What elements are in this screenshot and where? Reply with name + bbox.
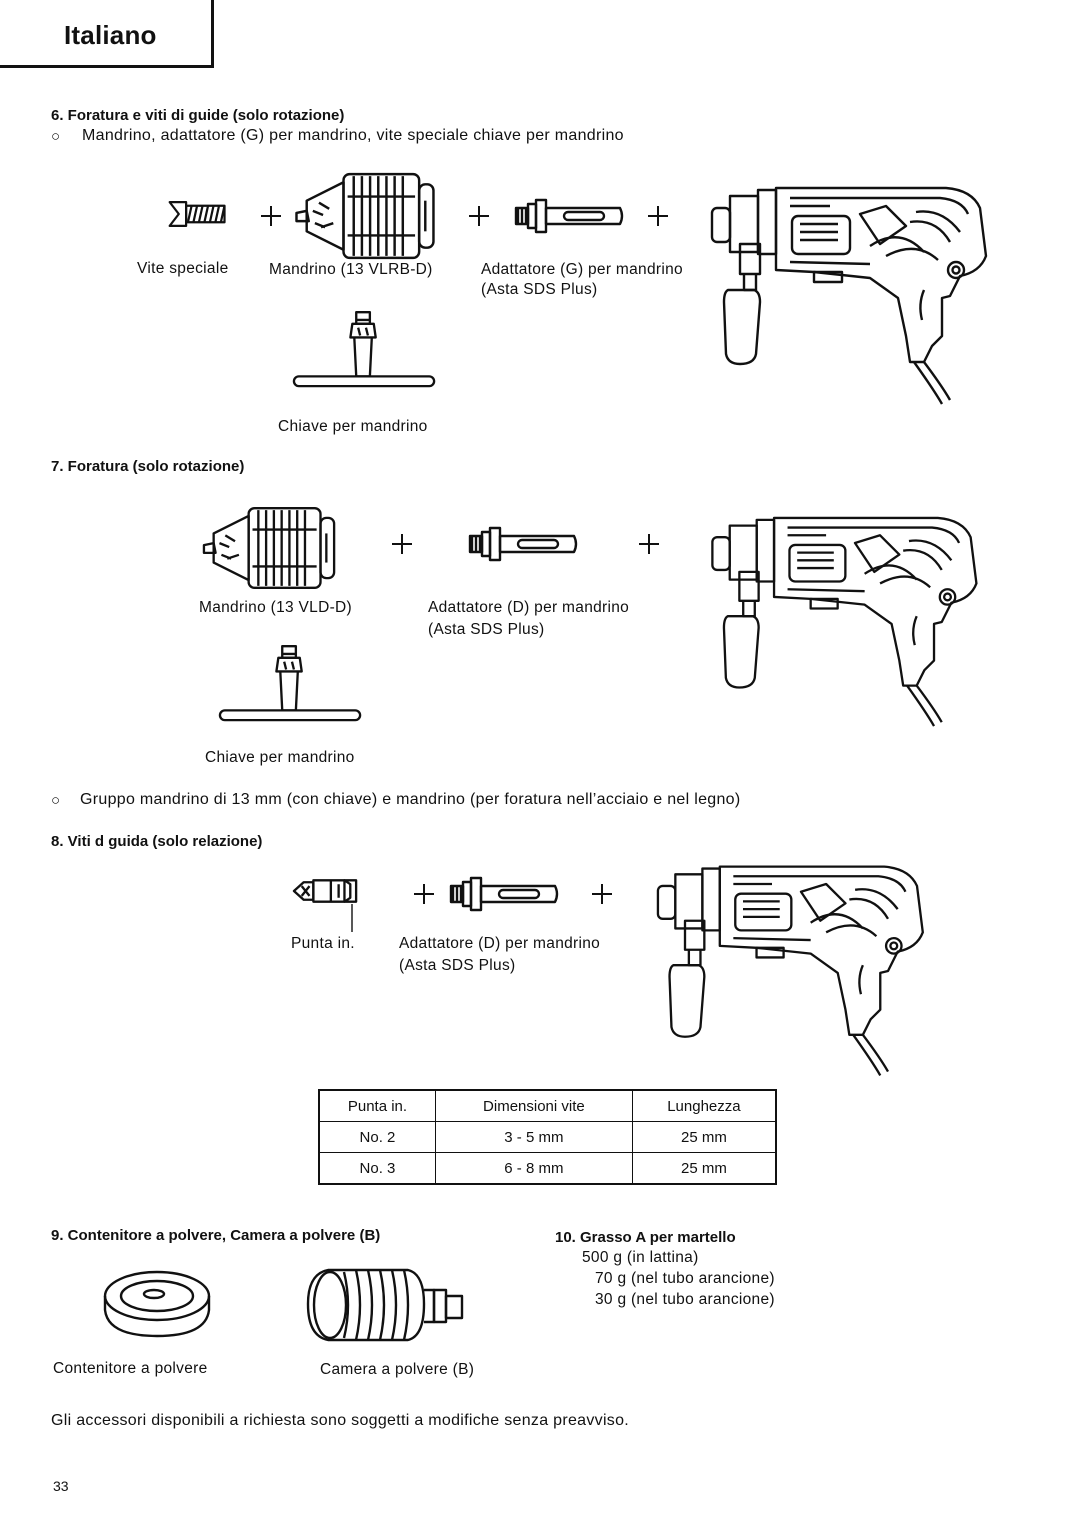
caption-adapter-d-2: Adattatore (D) per mandrino — [399, 935, 601, 952]
bullet-circle: ○ — [51, 128, 61, 145]
table-header-cell: Punta in. — [318, 1089, 436, 1122]
bullet-circle: ○ — [51, 792, 61, 809]
table-cell: No. 2 — [318, 1121, 436, 1153]
language-tab — [0, 0, 214, 68]
table-cell: No. 3 — [318, 1152, 436, 1185]
page-number: 33 — [53, 1478, 69, 1494]
caption-dust-chamber: Camera a polvere (B) — [320, 1361, 475, 1378]
plus-sign — [390, 532, 414, 556]
table-header-cell: Lunghezza — [631, 1089, 777, 1122]
rotary-hammer-illustration — [656, 864, 946, 1078]
rotary-hammer-illustration — [710, 186, 1010, 406]
plus-sign — [646, 204, 670, 228]
section7-note: Gruppo mandrino di 13 mm (con chiave) e … — [80, 791, 741, 808]
plus-sign — [259, 204, 283, 228]
caption-chuck-vlrb: Mandrino (13 VLRB-D) — [269, 261, 433, 278]
caption-adapter-g-sds: (Asta SDS Plus) — [481, 281, 598, 298]
dust-container-illustration — [103, 1270, 211, 1338]
caption-special-screw: Vite speciale — [137, 260, 229, 277]
special-screw-illustration — [166, 198, 230, 230]
chuck-key-illustration — [218, 644, 364, 732]
plus-sign — [637, 532, 661, 556]
bit-leader-line — [351, 904, 353, 932]
grease-line-2: 70 g (nel tubo arancione) — [595, 1270, 775, 1287]
caption-chuck-vld: Mandrino (13 VLD-D) — [199, 599, 353, 616]
caption-adapter-d: Adattatore (D) per mandrino — [428, 599, 630, 616]
screw-size-table: Punta in. Dimensioni vite Lunghezza No. … — [318, 1089, 777, 1185]
table-header-row: Punta in. Dimensioni vite Lunghezza — [318, 1089, 777, 1122]
table-row: No. 3 6 - 8 mm 25 mm — [318, 1152, 777, 1185]
table-cell: 6 - 8 mm — [434, 1152, 633, 1185]
driver-bit-illustration — [292, 876, 360, 906]
table-header-cell: Dimensioni vite — [434, 1089, 633, 1122]
rotary-hammer-illustration — [710, 516, 1000, 728]
caption-adapter-d-sds-2: (Asta SDS Plus) — [399, 957, 516, 974]
caption-chuck-key: Chiave per mandrino — [278, 418, 428, 435]
adapter-d-illustration — [448, 874, 560, 914]
table-cell: 25 mm — [631, 1152, 777, 1185]
section7-heading: 7. Foratura (solo rotazione) — [51, 458, 245, 475]
caption-adapter-g: Adattatore (G) per mandrino — [481, 261, 683, 278]
caption-adapter-d-sds: (Asta SDS Plus) — [428, 621, 545, 638]
adapter-d-illustration — [468, 524, 578, 564]
table-cell: 3 - 5 mm — [434, 1121, 633, 1153]
plus-sign — [590, 882, 614, 906]
plus-sign — [467, 204, 491, 228]
grease-line-1: 500 g (in lattina) — [582, 1249, 699, 1266]
table-row: No. 2 3 - 5 mm 25 mm — [318, 1121, 777, 1153]
section6-heading: 6. Foratura e viti di guide (solo rotazi… — [51, 107, 345, 124]
caption-chuck-key-2: Chiave per mandrino — [205, 749, 355, 766]
caption-dust-container: Contenitore a polvere — [53, 1360, 208, 1377]
adapter-g-illustration — [513, 196, 625, 236]
footer-note: Gli accessori disponibili a richiesta so… — [51, 1412, 630, 1429]
chuck-key-illustration — [292, 309, 438, 399]
chuck-13-vld-d-illustration — [202, 504, 338, 592]
language-label: Italiano — [64, 20, 157, 50]
plus-sign — [412, 882, 436, 906]
chuck-13-vlrb-d-illustration — [294, 170, 438, 262]
caption-driver-bit: Punta in. — [291, 935, 355, 952]
dust-chamber-illustration — [306, 1268, 464, 1342]
table-cell: 25 mm — [631, 1121, 777, 1153]
grease-line-3: 30 g (nel tubo arancione) — [595, 1291, 775, 1308]
section10-heading: 10. Grasso A per martello — [555, 1229, 736, 1246]
section9-heading: 9. Contenitore a polvere, Camera a polve… — [51, 1227, 381, 1244]
section6-text: Mandrino, adattatore (G) per mandrino, v… — [82, 127, 624, 144]
section8-heading: 8. Viti d guida (solo relazione) — [51, 833, 263, 850]
